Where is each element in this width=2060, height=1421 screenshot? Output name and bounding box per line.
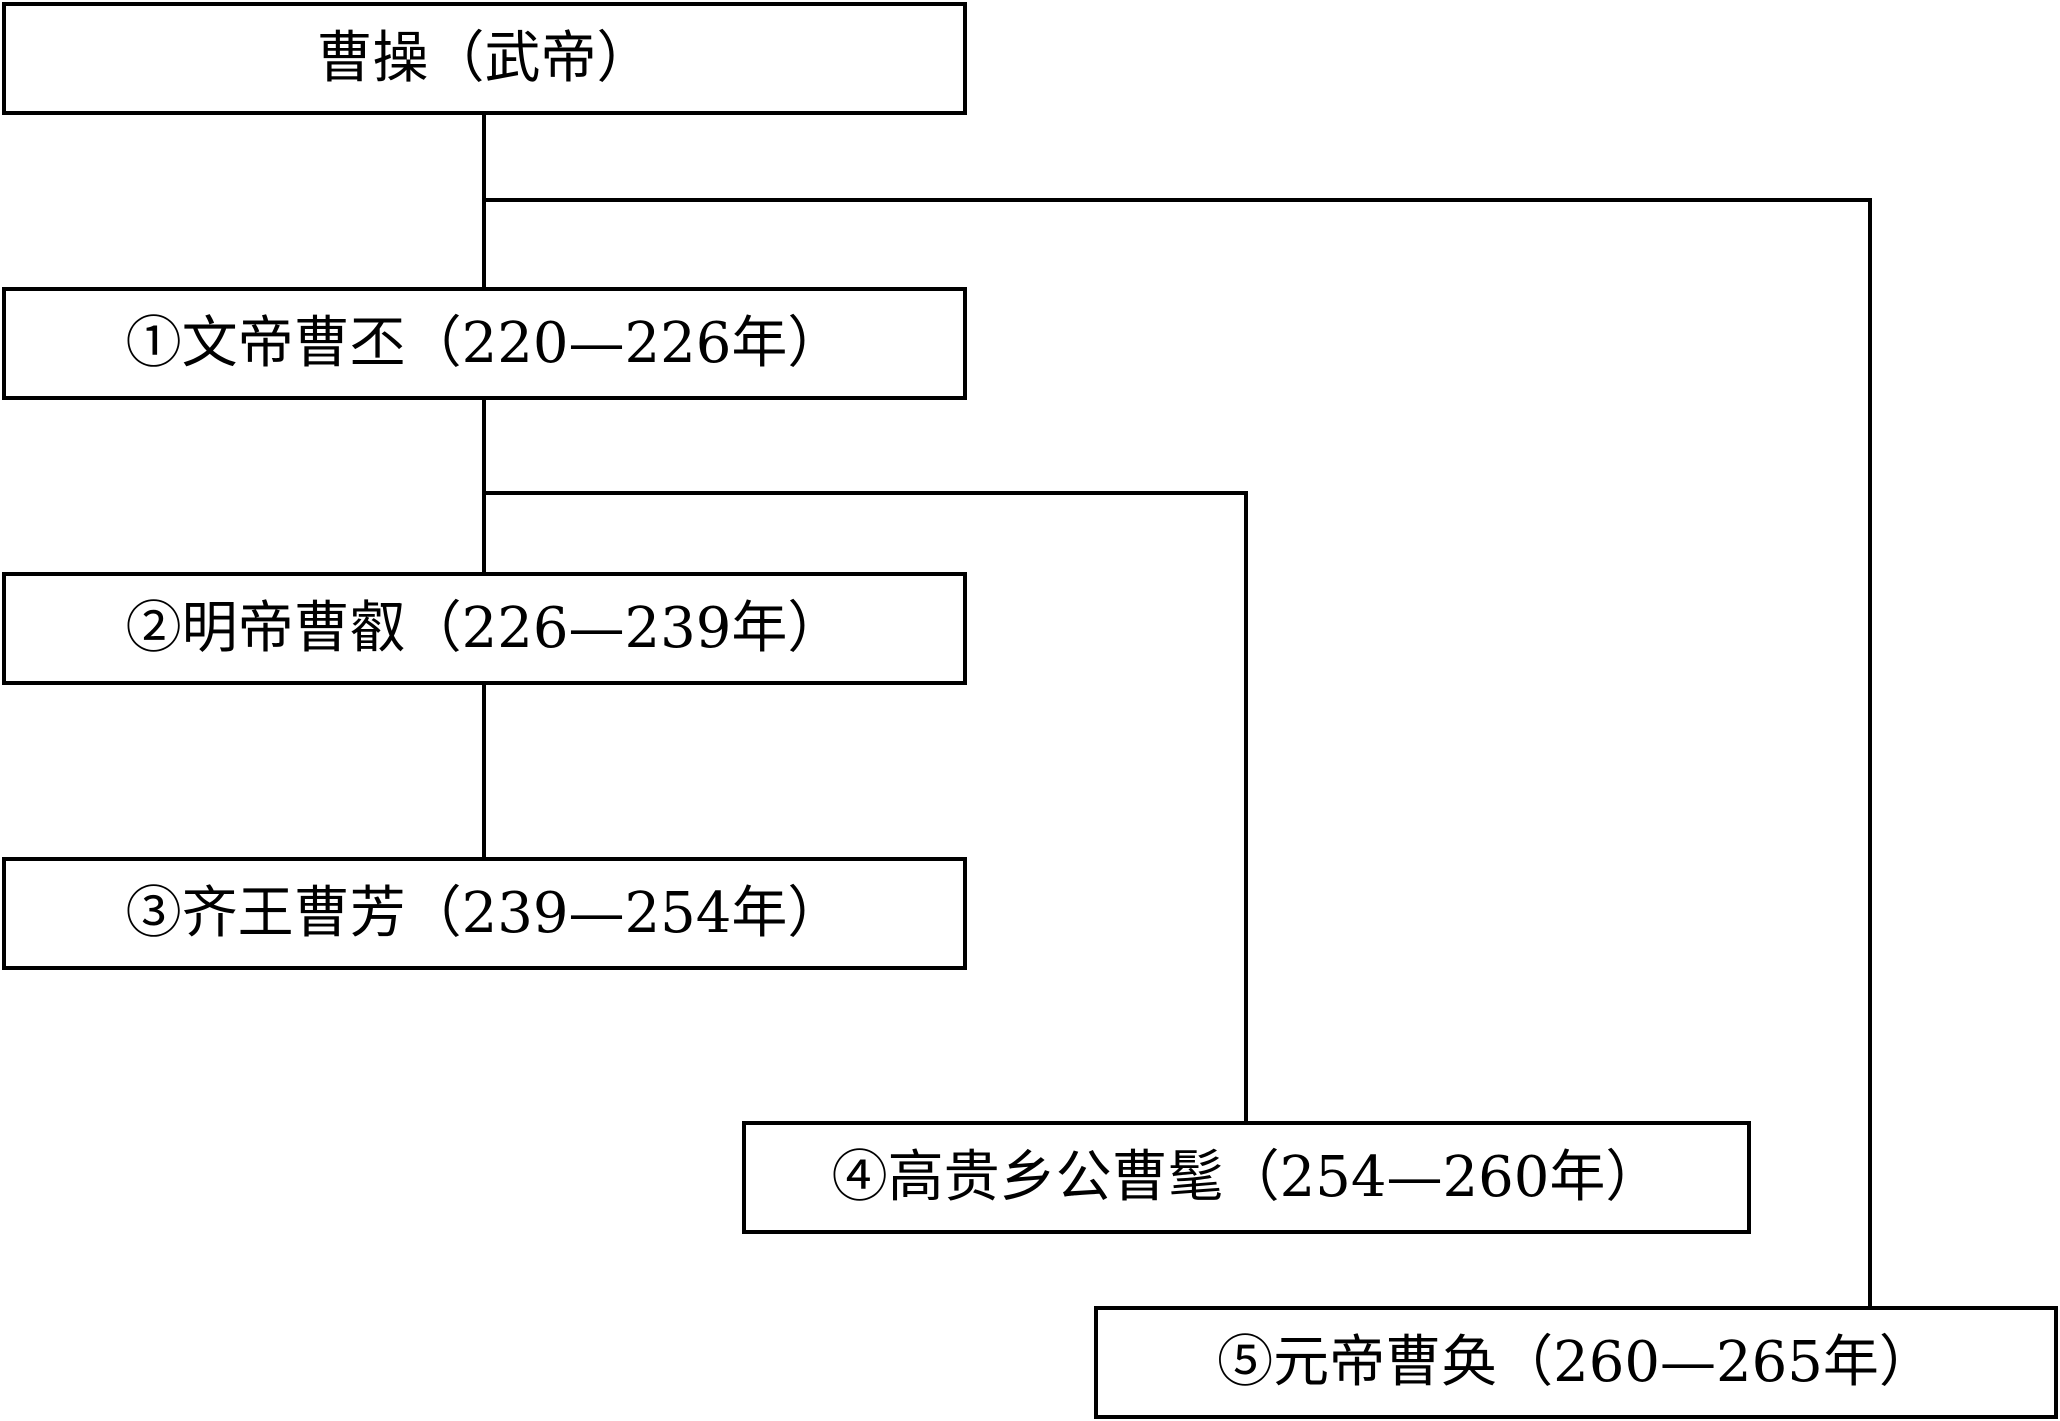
node-label: 曹操（武帝） — [316, 25, 653, 91]
node-label: ②明帝曹叡（226—239年） — [125, 595, 844, 661]
node-caocao: 曹操（武帝） — [2, 2, 967, 115]
node-yuandi-caohuan: ⑤元帝曹奂（260—265年） — [1094, 1306, 2058, 1419]
node-wendi-caopi: ①文帝曹丕（220—226年） — [2, 287, 967, 400]
node-label: ①文帝曹丕（220—226年） — [125, 310, 844, 376]
node-gaogui-caomao: ④高贵乡公曹髦（254—260年） — [742, 1121, 1751, 1234]
node-qiwang-caofang: ③齐王曹芳（239—254年） — [2, 857, 967, 970]
node-label: ③齐王曹芳（239—254年） — [125, 880, 844, 946]
node-label: ④高贵乡公曹髦（254—260年） — [831, 1144, 1662, 1210]
node-mingdi-caorui: ②明帝曹叡（226—239年） — [2, 572, 967, 685]
node-label: ⑤元帝曹奂（260—265年） — [1217, 1329, 1935, 1395]
